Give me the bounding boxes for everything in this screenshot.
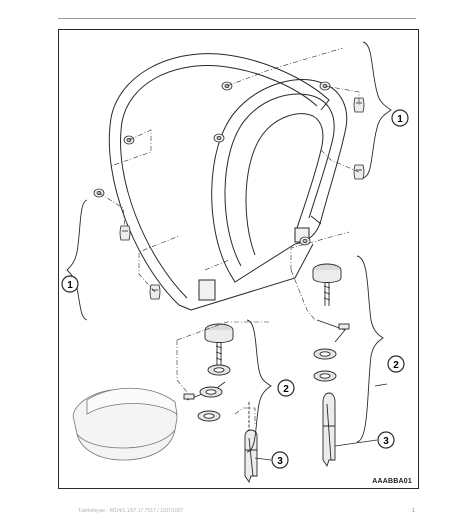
callout-3b-label: 3 [383, 436, 389, 447]
callout-2b-label: 2 [393, 360, 399, 371]
callout-1a-label: 1 [397, 114, 403, 125]
page-number: 1 [412, 508, 415, 514]
callout-3a-label: 3 [277, 456, 283, 467]
callout-2a-label: 2 [283, 384, 289, 395]
hinge-leaders-right [290, 231, 350, 321]
bracket-1-left [66, 199, 88, 321]
wall-hung-toilet [72, 387, 178, 461]
hinge-assembly-left [183, 323, 258, 484]
bracket-2-right [356, 255, 384, 443]
callout-1b-label: 1 [67, 280, 73, 291]
bracket-2-left [246, 319, 272, 453]
seat-lid [108, 53, 330, 311]
seat-ring [190, 79, 348, 311]
drawing-code: AAABBA01 [372, 478, 412, 485]
footer-text: Tuerkeleyse · W1/4/1.1/07.17.7017 / 1107… [78, 508, 184, 514]
callout-3b: 3 [377, 431, 395, 449]
top-rule [58, 18, 416, 19]
hinge-leaders-left [176, 321, 269, 426]
callout-1a: 1 [391, 109, 409, 127]
assembly-leaders [98, 47, 360, 293]
exploded-assembly-drawing: 1 1 2 2 3 3 [61, 41, 409, 484]
diagram-frame: 1 1 2 2 3 3 AAABBA01 [58, 29, 419, 489]
callout-1b: 1 [61, 275, 79, 293]
callout-2b: 2 [387, 355, 405, 373]
callout-2a: 2 [277, 379, 295, 397]
bracket-1-right [362, 41, 392, 179]
callout-3-leaders [254, 383, 388, 461]
hinge-assembly-right [312, 263, 350, 468]
callout-3a: 3 [271, 451, 289, 469]
